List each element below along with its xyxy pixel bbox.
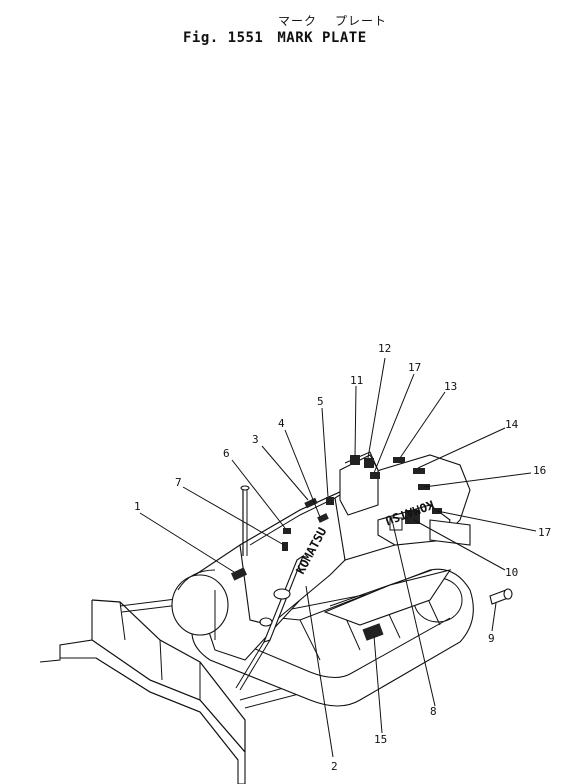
figure-title: Fig. 1551 MARK PLATE [183, 30, 381, 46]
plate-17a [370, 472, 380, 479]
engine-hood [239, 485, 346, 626]
callout-6: 6 [223, 447, 230, 460]
plate-7 [282, 542, 288, 551]
plate-4 [317, 513, 329, 523]
title-jp-mark: マーク [278, 14, 318, 28]
callout-10: 10 [505, 566, 518, 579]
bolt-item-9 [489, 588, 513, 605]
callout-3: 3 [252, 433, 259, 446]
plate-13 [393, 457, 405, 463]
plate-5 [326, 497, 334, 505]
plate-12 [364, 458, 374, 468]
lift-cylinder [235, 554, 305, 691]
callout-13: 13 [444, 380, 457, 393]
plate-14 [413, 468, 425, 474]
figure-number: Fig. 1551 [183, 30, 264, 46]
callout-14: 14 [505, 418, 519, 431]
callout-15: 15 [374, 733, 387, 746]
operator-cab [334, 451, 471, 561]
plate-3 [304, 497, 318, 509]
figure-name: MARK PLATE [277, 30, 367, 46]
callout-11: 11 [350, 374, 363, 387]
title-jp-plate: プレート [335, 14, 388, 28]
plate-11 [350, 455, 360, 465]
callout-numbers: 1 2 3 4 5 6 7 8 9 10 11 12 13 14 15 16 1… [134, 342, 551, 773]
dozer-blade [39, 599, 246, 784]
callout-17-top: 17 [408, 361, 421, 374]
callout-7: 7 [175, 476, 182, 489]
callout-9: 9 [488, 632, 495, 645]
plate-6 [283, 528, 291, 534]
callout-16: 16 [533, 464, 546, 477]
callout-17-right: 17 [538, 526, 551, 539]
plate-8 [389, 517, 403, 531]
callout-8: 8 [430, 705, 437, 718]
leader-lines [139, 357, 537, 758]
plate-10 [405, 510, 420, 524]
fender-deck [323, 569, 452, 626]
callout-2: 2 [331, 760, 338, 773]
figure-title-japanese: マーク プレート [278, 12, 405, 29]
callout-4: 4 [278, 417, 285, 430]
plate-15 [362, 623, 384, 641]
plate-1 [230, 567, 248, 581]
callout-12: 12 [378, 342, 391, 355]
callout-1: 1 [134, 500, 141, 513]
callout-5: 5 [317, 395, 324, 408]
